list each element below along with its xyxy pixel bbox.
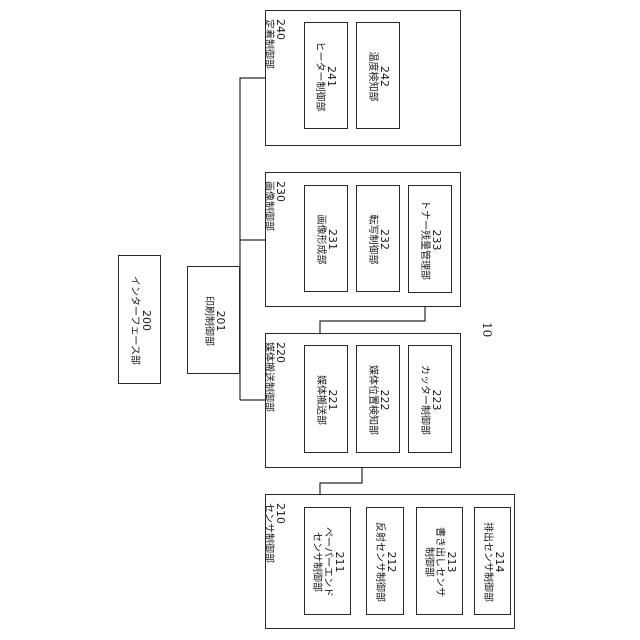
figure-label: 10 [480, 322, 494, 337]
block-241-inner: 241 ヒーター制御部 [305, 23, 346, 130]
block-232-number: 232 [379, 229, 391, 250]
block-232-text: 232 転写制御部 [357, 186, 401, 293]
block-212-text: 212 反射センサ制御部 [367, 508, 405, 616]
block-200-interface: 200 インターフェース部 [118, 255, 161, 384]
block-213-label-line2: 制御部 [424, 547, 435, 577]
block-201-print-control: 201 印刷制御部 [187, 266, 240, 374]
line-201-240 [240, 78, 265, 320]
block-212-label: 反射センサ制御部 [375, 522, 386, 602]
block-211-label-line2: センサ制御部 [312, 532, 323, 592]
line-220-210 [320, 468, 362, 494]
block-223-label: カッター制御部 [420, 365, 431, 435]
block-221-text: 221 媒体搬送部 [305, 346, 349, 454]
block-222-number: 222 [379, 390, 391, 411]
block-233-toner-management: 233 トナー残量管理部 [408, 185, 452, 293]
block-213-write-start-sensor: 213 書き出しセンサ 制御部 [416, 507, 463, 615]
block-220-number: 220 [274, 342, 286, 363]
block-211-text: 211 ペーパーエンド センサ制御部 [305, 508, 352, 616]
block-230-number: 230 [274, 181, 286, 202]
block-223-number: 223 [431, 390, 443, 411]
block-213-number: 213 [446, 552, 458, 573]
block-231-number: 231 [327, 229, 339, 250]
block-213-label-line1: 書き出しセンサ [435, 527, 446, 597]
block-241-text: 241 ヒーター制御部 [305, 23, 349, 130]
block-231-label: 画像形成部 [316, 215, 327, 265]
block-240-number: 240 [274, 19, 286, 40]
block-221-number: 221 [327, 390, 339, 411]
block-223-text: 223 カッター制御部 [409, 346, 453, 454]
block-200-number: 200 [140, 310, 152, 331]
block-220-text: 220 媒体搬送制御部 [266, 334, 291, 469]
block-213-text: 213 書き出しセンサ 制御部 [417, 508, 464, 616]
block-241-number: 241 [325, 66, 337, 87]
block-242-number: 242 [379, 66, 391, 87]
block-211-paper-end-sensor: 211 ペーパーエンド センサ制御部 [304, 507, 351, 615]
block-231-text: 231 画像形成部 [305, 186, 349, 293]
block-214-discharge-sensor: 214 排出センサ制御部 [474, 507, 511, 615]
block-233-number: 233 [431, 230, 443, 251]
block-212-number: 212 [386, 552, 398, 573]
block-230-label: 画像制御部 [263, 181, 274, 231]
block-214-number: 214 [493, 552, 505, 573]
block-210-number: 210 [274, 503, 286, 524]
block-233-label: トナー残量管理部 [420, 200, 431, 280]
block-212-reflection-sensor: 212 反射センサ制御部 [366, 507, 404, 615]
block-222-label: 媒体位置検知部 [368, 365, 379, 435]
block-240-label: 定着制御部 [263, 19, 274, 69]
block-214-label: 排出センサ制御部 [482, 522, 493, 602]
block-210-text: 210 センサ制御部 [266, 495, 291, 630]
block-233-text: 233 トナー残量管理部 [409, 186, 453, 294]
block-210-label: センサ制御部 [263, 503, 274, 563]
block-211-number: 211 [334, 552, 346, 573]
block-201-label: 印刷制御部 [203, 296, 214, 346]
block-221-media-transport: 221 媒体搬送部 [304, 345, 348, 453]
block-230-text: 230 画像制御部 [266, 173, 291, 308]
block-242-temperature-detect: 242 温度検知部 [356, 22, 400, 129]
block-211-label-line1: ペーパーエンド [323, 527, 334, 597]
block-201-text: 201 印刷制御部 [188, 267, 241, 375]
block-242-text: 242 温度検知部 [357, 23, 401, 130]
block-240-text: 240 定着制御部 [266, 11, 291, 147]
block-222-media-position-detect: 222 媒体位置検知部 [356, 345, 400, 453]
block-214-text: 214 排出センサ制御部 [475, 508, 512, 616]
block-221-label: 媒体搬送部 [316, 375, 327, 425]
block-241-heater-control: 241 ヒーター制御部 [304, 22, 348, 129]
block-200-label: インターフェース部 [129, 276, 140, 365]
block-222-text: 222 媒体位置検知部 [357, 346, 401, 454]
block-220-label: 媒体搬送制御部 [263, 342, 274, 412]
block-200-text: 200 インターフェース部 [119, 256, 162, 385]
block-232-label: 転写制御部 [368, 215, 379, 265]
block-201-number: 201 [214, 311, 226, 332]
block-223-cutter-control: 223 カッター制御部 [408, 345, 452, 453]
block-232-transfer-control: 232 転写制御部 [356, 185, 400, 292]
block-241-label: ヒーター制御部 [314, 42, 325, 112]
block-242-label: 温度検知部 [368, 52, 379, 102]
block-231-image-forming: 231 画像形成部 [304, 185, 348, 292]
